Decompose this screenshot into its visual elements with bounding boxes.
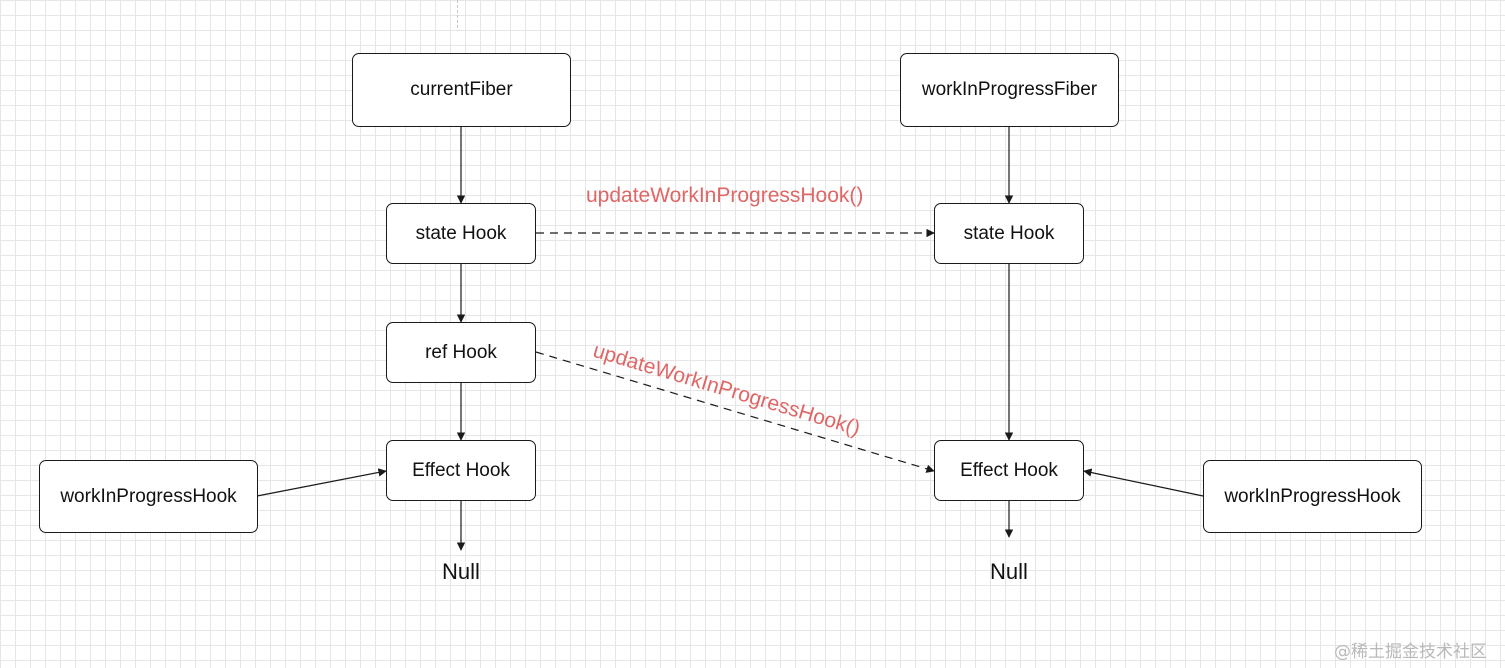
node-label: workInProgressHook	[1224, 485, 1401, 507]
node-left-state-hook[interactable]: state Hook	[386, 203, 536, 264]
node-right-wip-hook-pointer[interactable]: workInProgressHook	[1203, 460, 1422, 533]
node-label: state Hook	[415, 222, 507, 244]
null-terminal-left: Null	[442, 559, 480, 584]
node-right-effect-hook[interactable]: Effect Hook	[934, 440, 1084, 501]
watermark: @稀土掘金技术社区	[1334, 642, 1487, 662]
edge-wiphook-to-effecthook-left	[256, 468, 387, 497]
node-label: workInProgressHook	[60, 485, 237, 507]
node-label: currentFiber	[410, 79, 513, 100]
node-label: Effect Hook	[960, 459, 1058, 481]
node-left-wip-hook-pointer[interactable]: workInProgressHook	[39, 460, 258, 533]
node-label: workInProgressFiber	[921, 79, 1098, 100]
node-label: ref Hook	[425, 341, 497, 363]
node-wip-fiber[interactable]: workInProgressFiber	[900, 53, 1119, 127]
node-label: state Hook	[963, 222, 1055, 244]
edge-wiphook-to-effecthook-right	[1083, 468, 1204, 497]
edge-dashed-refhook-to-effecthook	[535, 351, 935, 473]
node-label: Effect Hook	[412, 459, 510, 481]
node-right-state-hook[interactable]: state Hook	[934, 203, 1084, 264]
node-left-ref-hook[interactable]: ref Hook	[386, 322, 536, 383]
edge-label-top-update: updateWorkInProgressHook()	[586, 184, 864, 207]
node-current-fiber[interactable]: currentFiber	[352, 53, 571, 127]
node-left-effect-hook[interactable]: Effect Hook	[386, 440, 536, 501]
null-terminal-right: Null	[990, 559, 1028, 584]
vertical-guide-line	[457, 0, 458, 28]
